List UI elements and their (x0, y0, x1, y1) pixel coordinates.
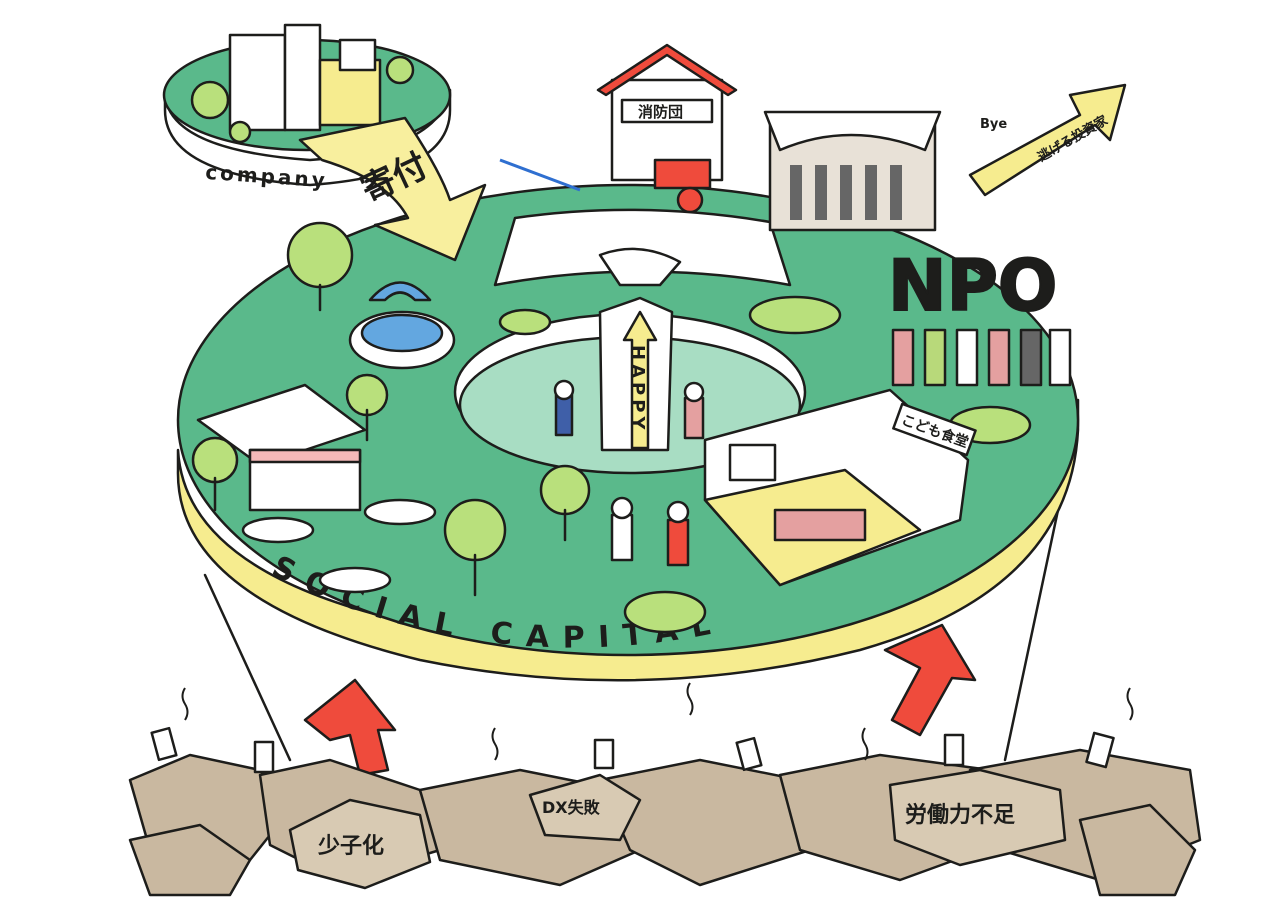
low-birthrate-label: 少子化 (317, 833, 384, 859)
fleeing-investor: Bye 逃げる投資家 (968, 83, 1127, 197)
plaza-people (553, 379, 705, 567)
choir-stage (763, 110, 942, 232)
trees (191, 221, 1032, 634)
npo-people (891, 328, 1072, 387)
happy-label: HAPPY (627, 345, 648, 433)
npo-label: NPO (888, 245, 1057, 327)
problem-rock-dx-failure: DX失敗 (528, 773, 642, 842)
fountain (348, 281, 456, 370)
up-arrow-right (883, 623, 977, 737)
problem-rock-labor-shortage: 労働力不足 (888, 768, 1067, 867)
happy-tower: HAPPY (598, 296, 674, 452)
dx-failure-label: DX失敗 (542, 798, 601, 817)
childrens-cafeteria: こども食堂 (703, 388, 977, 587)
labor-shortage-label: 労働力不足 (905, 802, 1015, 828)
bye-speech: Bye (980, 117, 1007, 132)
fire-station: 消防団 (499, 43, 738, 214)
handshake-banner (493, 208, 792, 287)
up-arrow-left (303, 678, 397, 777)
donation-arrow: 寄付 (298, 116, 487, 262)
smoke (181, 682, 1134, 761)
problem-rock-low-birthrate: 少子化 (288, 798, 432, 890)
cafe-booth (196, 383, 437, 594)
fire-station-sign: 消防団 (638, 103, 683, 121)
